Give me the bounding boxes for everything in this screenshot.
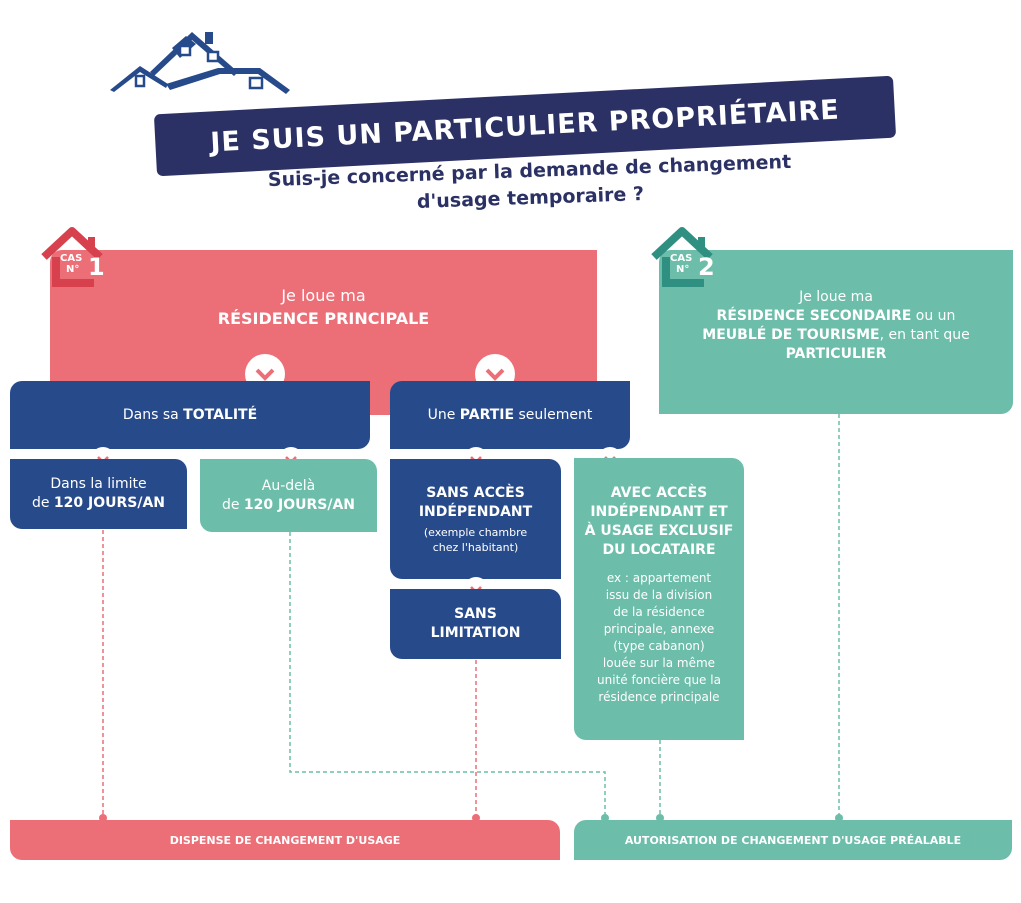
case2-bold1: RÉSIDENCE SECONDAIRE — [716, 308, 912, 324]
audela-120-box: Au-delà de 120 JOURS/AN — [200, 459, 377, 532]
case1-line1: Je loue ma — [281, 286, 366, 305]
partie-post: seulement — [514, 406, 593, 423]
case1-line2: RÉSIDENCE PRINCIPALE — [217, 309, 430, 328]
case1-badge-no: N° — [66, 264, 80, 275]
avec-acces-ex-3: principale, annexe — [603, 622, 715, 636]
avec-acces-l4: DU LOCATAIRE — [602, 542, 716, 558]
partie-pre: Une — [427, 406, 460, 423]
case2-badge-no: N° — [676, 264, 690, 275]
avec-acces-ex-4: (type cabanon) — [613, 639, 705, 653]
line-audela-to-autorisation — [289, 532, 606, 818]
dispense-label: DISPENSE DE CHANGEMENT D'USAGE — [169, 833, 401, 847]
case1-badge-cas: CAS — [60, 253, 83, 264]
avec-acces-ex-2: de la résidence — [613, 605, 705, 619]
avec-acces-l3: À USAGE EXCLUSIF — [584, 523, 734, 539]
limite-line1: Dans la limite — [50, 476, 147, 492]
avec-acces-ex-0: ex : appartement — [606, 571, 712, 585]
case1-badge: CAS N° 1 — [38, 227, 108, 289]
avec-acces-box: AVEC ACCÈS INDÉPENDANT ET À USAGE EXCLUS… — [574, 458, 744, 740]
partie-box: Une PARTIE seulement — [390, 381, 630, 449]
dispense-result-bar: DISPENSE DE CHANGEMENT D'USAGE — [10, 820, 560, 860]
case2-text2: , en tant que — [879, 327, 970, 343]
case2-badge-cas: CAS — [670, 253, 693, 264]
case2-bold2: MEUBLÉ DE TOURISME — [702, 327, 880, 343]
houses-roof-logo — [110, 32, 290, 94]
case2-line1: Je loue ma — [799, 289, 873, 305]
sans-acces-box: SANS ACCÈS INDÉPENDANT (exemple chambre … — [390, 459, 561, 579]
limite-120-box: Dans la limite de 120 JOURS/AN — [10, 459, 187, 529]
sans-acces-note1: (exemple chambre — [423, 525, 528, 539]
case2-badge-number: 2 — [698, 253, 715, 281]
sans-acces-line1: SANS ACCÈS — [426, 484, 525, 501]
partie-bold: PARTIE — [459, 406, 515, 423]
audela-pre: de — [221, 496, 244, 513]
avec-acces-ex-6: unité foncière que la — [597, 673, 721, 687]
sans-limitation-line1: SANS — [454, 606, 497, 622]
sans-acces-note2: chez l'habitant) — [432, 540, 519, 554]
case2-badge: CAS N° 2 — [648, 227, 718, 289]
case2-text1: ou un — [911, 308, 956, 324]
limite-pre: de — [31, 495, 54, 511]
avec-acces-l1: AVEC ACCÈS — [610, 485, 708, 501]
totalite-bold: TOTALITÉ — [183, 406, 258, 423]
case1-house-icon — [41, 227, 103, 287]
case2-residence-secondaire-box: Je loue ma RÉSIDENCE SECONDAIRE ou un ME… — [659, 250, 1013, 414]
avec-acces-ex-7: résidence principale — [598, 690, 720, 704]
audela-bold: 120 JOURS/AN — [243, 496, 356, 513]
case2-house-icon — [651, 227, 713, 287]
sans-limitation-box: SANS LIMITATION — [390, 589, 561, 659]
limite-bold: 120 JOURS/AN — [53, 495, 166, 511]
sans-limitation-line2: LIMITATION — [430, 625, 521, 641]
avec-acces-ex-5: louée sur la même — [602, 656, 716, 670]
totalite-pre: Dans sa — [122, 406, 184, 423]
avec-acces-l2: INDÉPENDANT ET — [590, 504, 728, 520]
sans-acces-line2: INDÉPENDANT — [418, 503, 533, 520]
case2-bold3: PARTICULIER — [785, 346, 887, 362]
autorisation-label: AUTORISATION DE CHANGEMENT D'USAGE PRÉAL… — [624, 833, 962, 847]
audela-line1: Au-delà — [261, 477, 316, 494]
case1-badge-number: 1 — [88, 253, 105, 281]
avec-acces-ex-1: issu de la division — [605, 588, 713, 602]
totalite-box: Dans sa TOTALITÉ — [10, 381, 370, 449]
autorisation-result-bar: AUTORISATION DE CHANGEMENT D'USAGE PRÉAL… — [574, 820, 1012, 860]
